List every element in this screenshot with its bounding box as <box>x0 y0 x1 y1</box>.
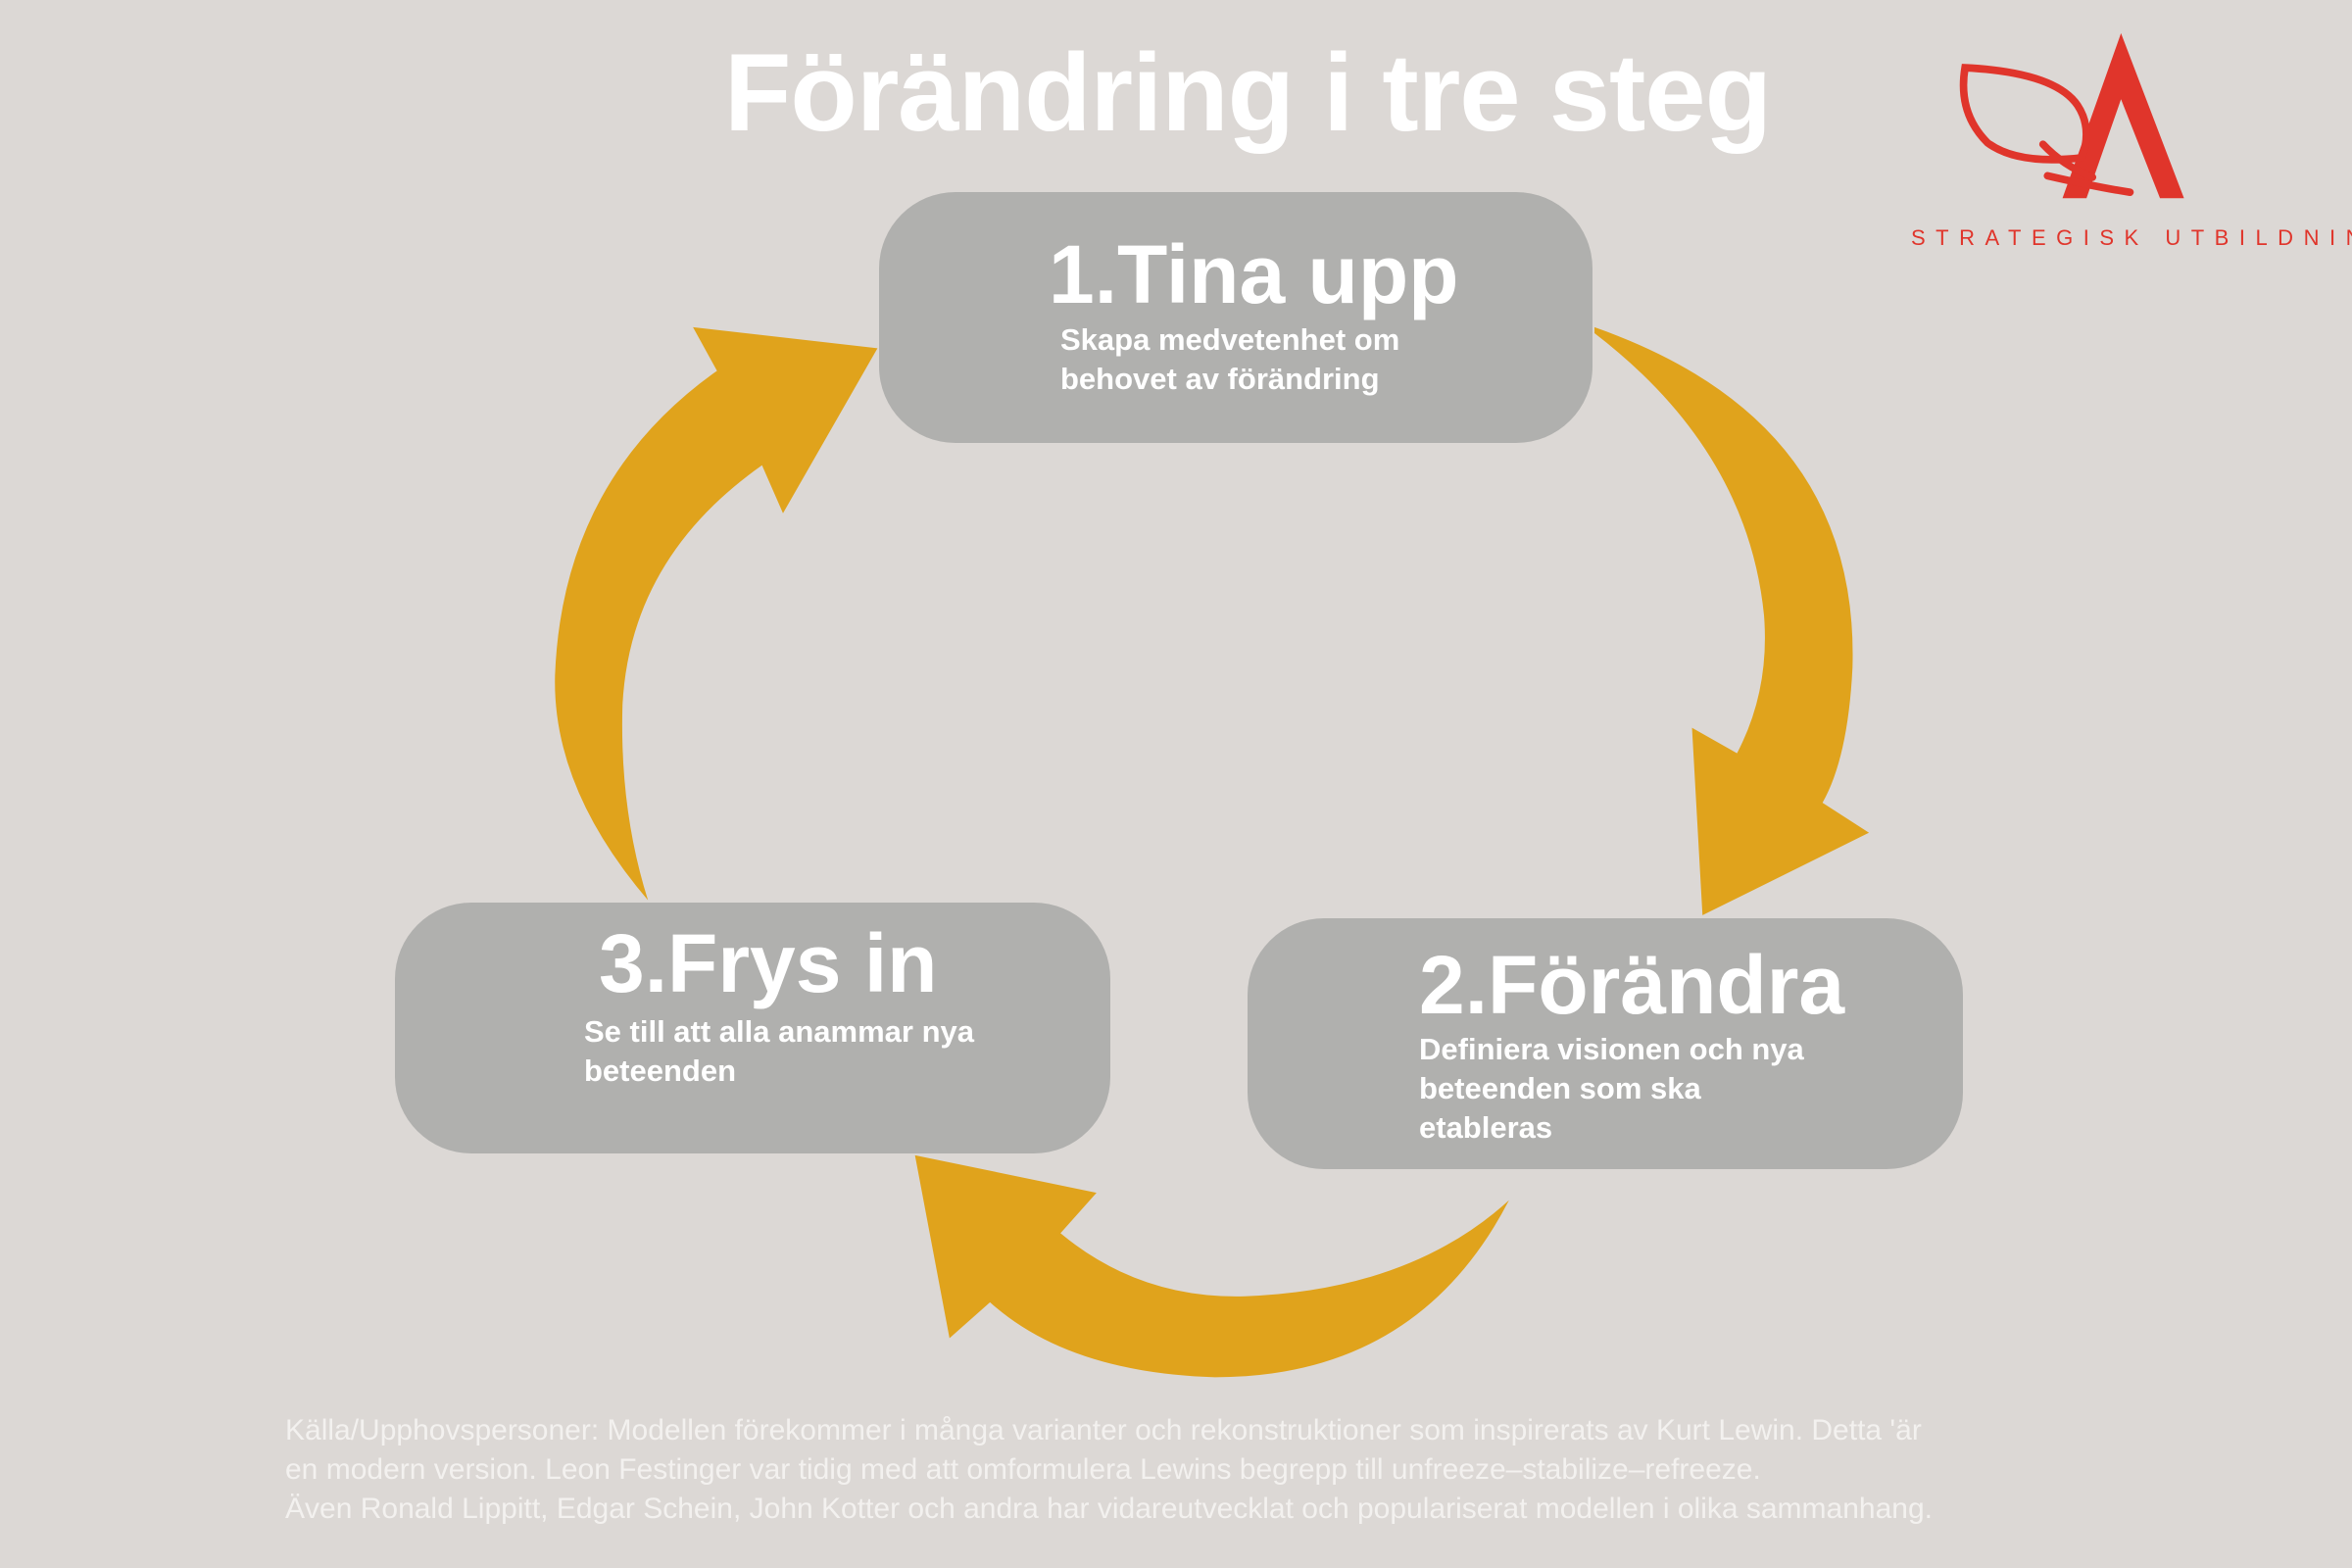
step-3-heading: 3.Frys in <box>599 917 938 1009</box>
step-2-box: 2.Förändra Definiera visionen och nya be… <box>1248 918 1963 1169</box>
step-1-description: Skapa medvetenhet om behovet av förändri… <box>1060 322 1400 396</box>
step-3-description: Se till att alla anammar nya beteenden <box>584 1014 975 1088</box>
step-2-description: Definiera visionen och nya beteenden som… <box>1419 1032 1804 1145</box>
page-title: Förändring i tre steg <box>724 31 1772 154</box>
step-2-heading: 2.Förändra <box>1419 939 1845 1031</box>
step-1-box: 1.Tina upp Skapa medvetenhet om behovet … <box>879 192 1592 443</box>
arrow-step3-to-step1 <box>555 326 878 901</box>
source-note-line: Även Ronald Lippitt, Edgar Schein, John … <box>285 1493 1933 1525</box>
step-1-heading: 1.Tina upp <box>1049 228 1459 320</box>
arrow-step2-to-step3 <box>914 1154 1509 1378</box>
logo-icon <box>1959 32 2184 199</box>
source-note-line: en modern version. Leon Festinger var ti… <box>285 1453 1761 1486</box>
logo-brand-text: STRATEGISK UTBILDNING <box>1911 225 2352 250</box>
step-3-box: 3.Frys in Se till att alla anammar nya b… <box>395 903 1110 1153</box>
source-note: Källa/Upphovspersoner: Modellen förekomm… <box>285 1411 2147 1529</box>
arrow-step1-to-step2 <box>1594 326 1870 915</box>
source-note-line: Källa/Upphovspersoner: Modellen förekomm… <box>285 1414 1922 1446</box>
